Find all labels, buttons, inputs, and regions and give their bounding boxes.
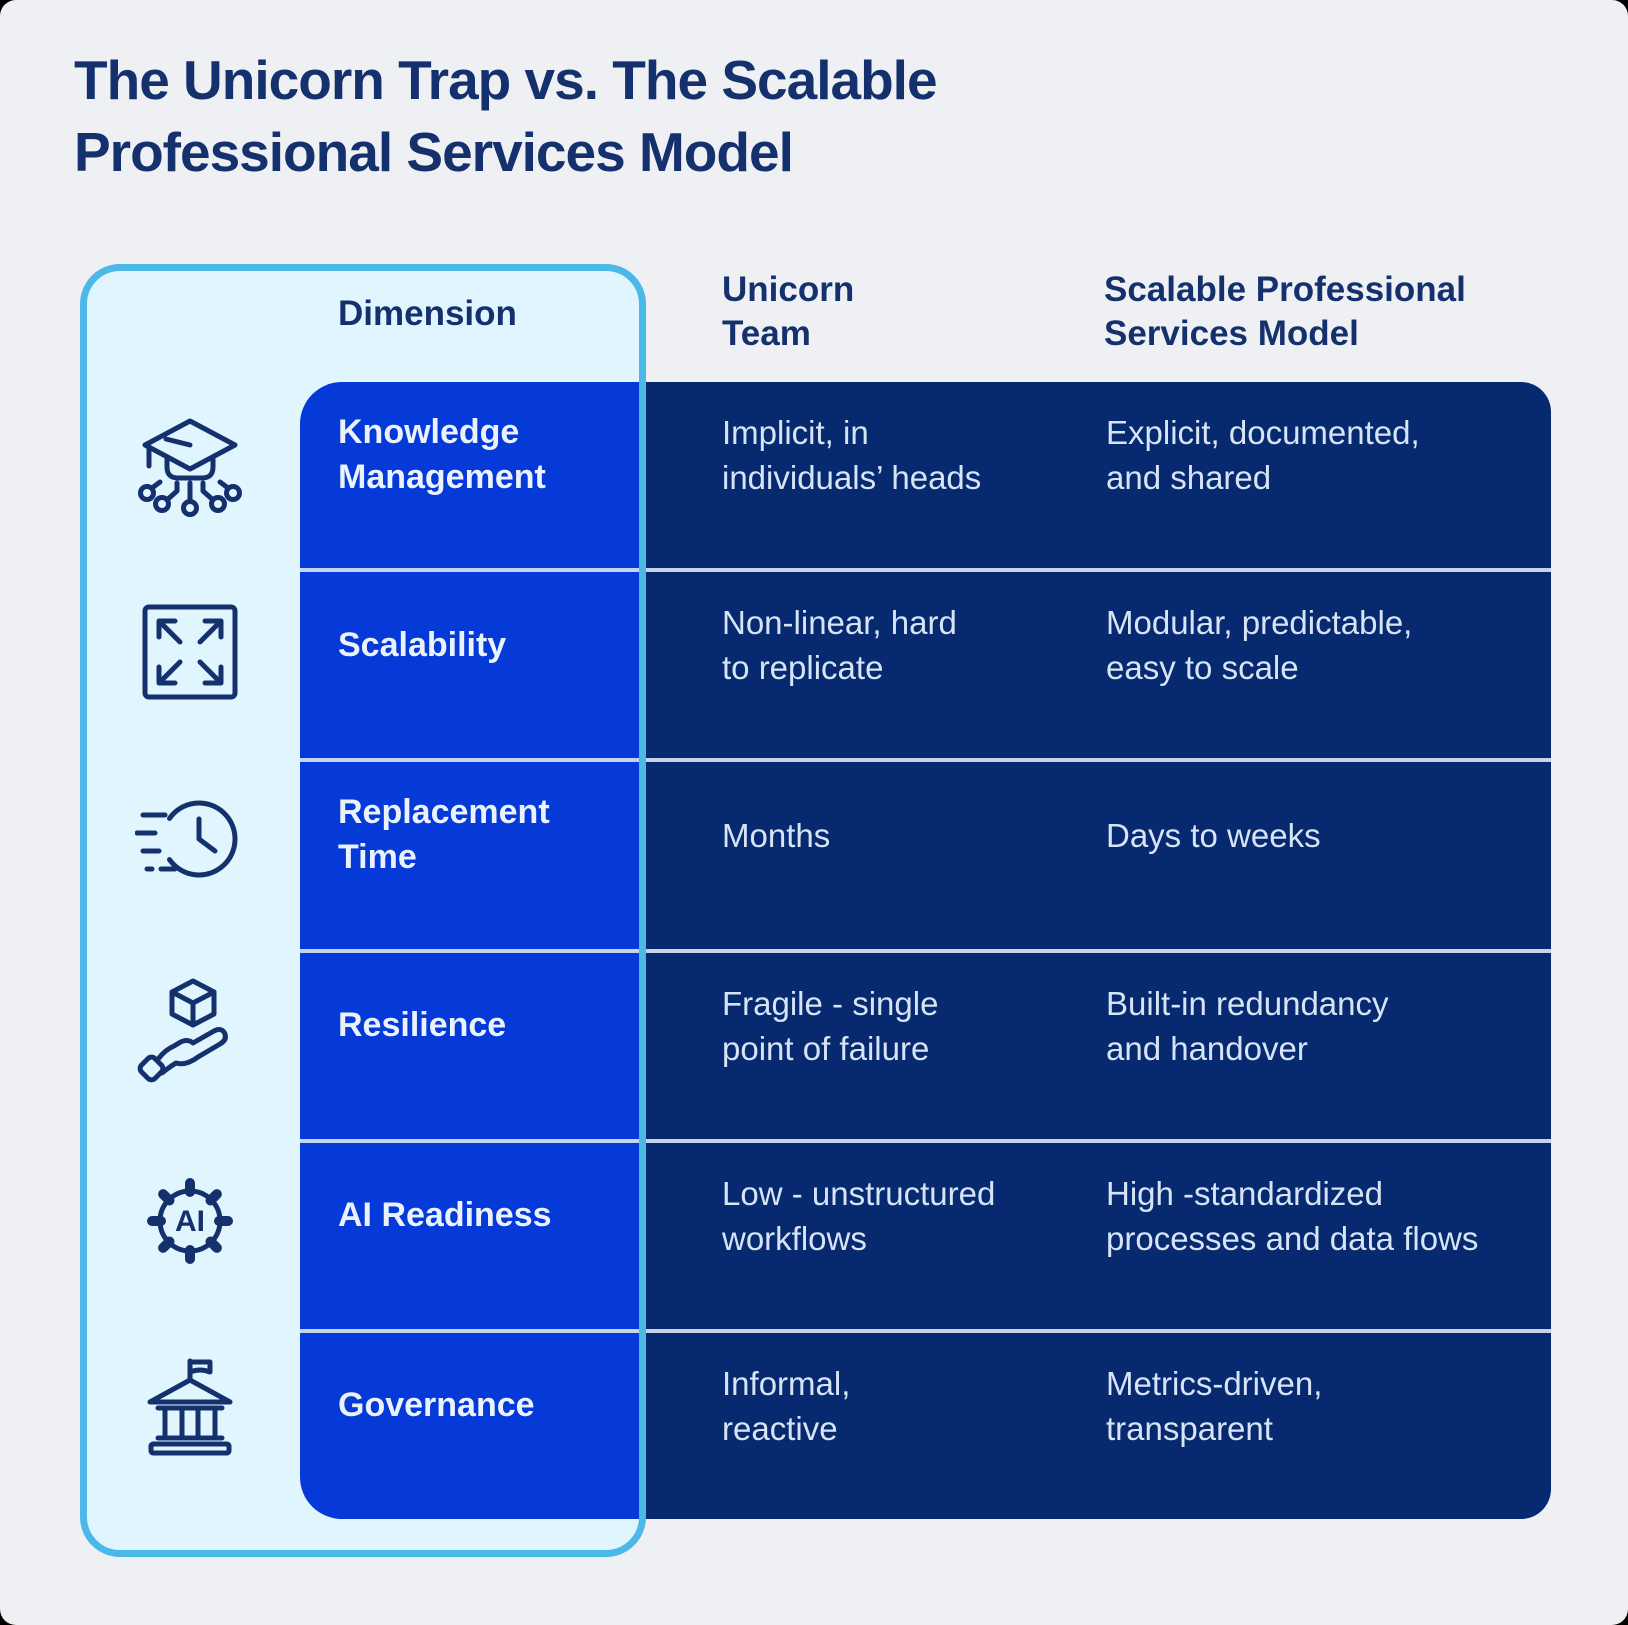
- unicorn-team-value: Non-linear, hard to replicate: [643, 572, 1104, 759]
- unicorn-team-value: Fragile - single point of failure: [643, 952, 1104, 1139]
- scalable-model-value: High -standardized processes and data fl…: [1104, 1142, 1551, 1329]
- comparison-table: Knowledge Management Implicit, in indivi…: [300, 382, 1551, 1519]
- expand-arrows-icon: [80, 572, 300, 762]
- table-row-scalability: Scalability Non-linear, hard to replicat…: [300, 572, 1551, 763]
- hand-cube-icon: [80, 951, 300, 1141]
- table-row-ai-readiness: AI Readiness Low - unstructured workflow…: [300, 1142, 1551, 1333]
- page-title: The Unicorn Trap vs. The Scalable Profes…: [74, 49, 938, 183]
- scalable-model-value: Days to weeks: [1104, 762, 1551, 949]
- bank-flag-icon: [80, 1330, 300, 1520]
- dimension-label: Scalability: [300, 572, 643, 759]
- table-row-replacement-time: Replacement Time Months Days to weeks: [300, 762, 1551, 953]
- dimension-label: Resilience: [300, 952, 643, 1139]
- scalable-model-value: Explicit, documented, and shared: [1104, 382, 1551, 569]
- scalable-model-value: Modular, predictable, easy to scale: [1104, 572, 1551, 759]
- unicorn-team-value: Months: [643, 762, 1104, 949]
- table-row-knowledge-management: Knowledge Management Implicit, in indivi…: [300, 382, 1551, 573]
- dimension-label: AI Readiness: [300, 1142, 643, 1329]
- graduation-cap-circuit-icon: [80, 382, 300, 572]
- column-header-dimension: Dimension: [338, 294, 517, 333]
- unicorn-team-value: Implicit, in individuals’ heads: [643, 382, 1104, 569]
- row-icon-rail: AI: [80, 382, 300, 1519]
- unicorn-team-value: Low - unstructured workflows: [643, 1142, 1104, 1329]
- scalable-model-value: Metrics-driven, transparent: [1104, 1332, 1551, 1519]
- dimension-label: Governance: [300, 1332, 643, 1519]
- ai-gear-icon: AI: [80, 1140, 300, 1330]
- dimension-label: Knowledge Management: [300, 382, 643, 569]
- column-header-scalable-model: Scalable Professional Services Model: [1104, 270, 1466, 353]
- table-row-resilience: Resilience Fragile - single point of fai…: [300, 952, 1551, 1143]
- unicorn-team-value: Informal, reactive: [643, 1332, 1104, 1519]
- fast-clock-icon: [80, 761, 300, 951]
- table-row-governance: Governance Informal, reactive Metrics-dr…: [300, 1332, 1551, 1519]
- dimension-label: Replacement Time: [300, 762, 643, 949]
- column-header-unicorn-team: Unicorn Team: [722, 270, 855, 353]
- scalable-model-value: Built-in redundancy and handover: [1104, 952, 1551, 1139]
- svg-text:AI: AI: [175, 1205, 205, 1238]
